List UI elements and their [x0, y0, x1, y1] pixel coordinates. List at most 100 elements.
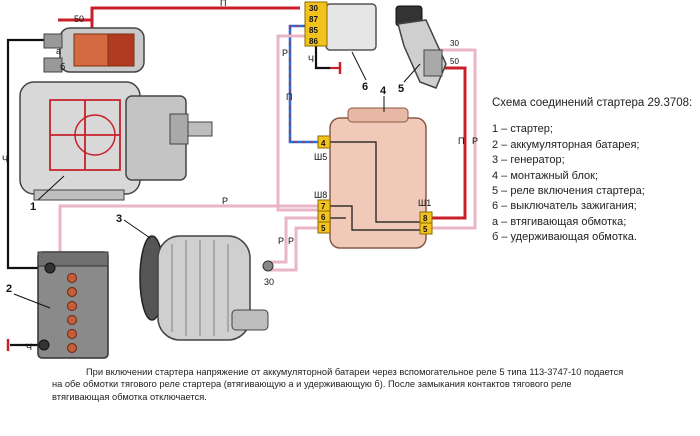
wire-label-r-3: Р — [278, 236, 284, 246]
auxiliary-relay: 30 87 85 86 — [304, 1, 377, 51]
block-top-lip — [347, 107, 409, 123]
wire-pink-sh8-to-battery — [58, 204, 318, 254]
connector-sh8-pin-5 — [317, 221, 331, 234]
generator-fins — [171, 240, 229, 336]
generator-bracket — [231, 309, 269, 331]
switch-connector — [423, 49, 443, 77]
callout-line-starter — [37, 175, 65, 201]
starter-foot — [33, 189, 125, 201]
wire-label-r-4: Р — [288, 236, 294, 246]
switch-pin-30: 30 — [450, 39, 459, 48]
legend-item: 1 – стартер; — [492, 123, 553, 136]
legend-item: 2 – аккумуляторная батарея; — [492, 138, 640, 151]
generator — [139, 235, 274, 341]
switch-pin-50: 50 — [450, 57, 459, 66]
caption-line-2: на обе обмотки тягового реле стартера (в… — [52, 379, 572, 390]
callout-line-battery — [13, 293, 51, 309]
battery-cell-cap — [67, 301, 77, 311]
winding-a-label: а — [56, 46, 61, 56]
generator-body — [157, 235, 251, 341]
mounting-block: 4 Ш5 Ш8 7 6 5 Ш1 8 5 — [314, 107, 433, 249]
callout-starter: 1 — [30, 201, 36, 213]
connector-sh8-pin-5-label: 5 — [321, 224, 326, 233]
connector-sh8-pin-7-label: 7 — [321, 202, 326, 211]
connector-sh8-pin-6-label: 6 — [321, 213, 326, 222]
connector-sh5-pin: 4 — [321, 139, 326, 148]
ignition-switch: 30 50 — [395, 5, 459, 89]
winding-b-label: б — [60, 62, 65, 72]
battery-cell-cap — [67, 343, 77, 353]
connector-sh5 — [317, 135, 331, 149]
relay-connector — [304, 1, 328, 47]
relay-pin-86: 86 — [309, 37, 318, 46]
connector-sh1-pin-8-label: 8 — [423, 214, 428, 223]
starter-motor-body — [19, 81, 141, 195]
connector-sh1-pin-5 — [419, 222, 433, 235]
relay-pin-85: 85 — [309, 26, 318, 35]
wire-pink-switch-30-to-sh1 — [432, 48, 477, 230]
wire-label-r-right: Р — [472, 136, 478, 146]
starter-shaft — [185, 121, 213, 137]
battery-cell-cap — [67, 329, 77, 339]
legend-item: 5 – реле включения стартера; — [492, 185, 645, 198]
wire-label-r-2: Р — [222, 196, 228, 206]
callout-block: 4 — [380, 85, 387, 97]
wire-label-ch-battery: Ч — [26, 342, 32, 352]
legend-item: б – удерживающая обмотка. — [492, 231, 637, 244]
wire-pink-relay-86-to-sh8 — [276, 34, 318, 212]
legend: Схема соединений стартера 29.3708: 1 – с… — [492, 96, 697, 246]
relay-pin-30: 30 — [309, 4, 318, 13]
battery — [37, 251, 109, 359]
callout-generator: 3 — [116, 213, 122, 225]
starter: 50 а б — [19, 14, 213, 201]
battery-cell-cap — [67, 273, 77, 283]
relay-body — [325, 3, 377, 51]
block-internal-wire — [330, 205, 420, 231]
callout-battery: 2 — [6, 283, 12, 295]
wire-red-switch-50-to-sh1 — [432, 66, 467, 220]
winding-b — [107, 33, 135, 67]
callout-switch: 6 — [362, 81, 368, 93]
starter-internal-circuit — [49, 99, 121, 171]
connector-sh5-label: Ш5 — [314, 152, 327, 162]
block-internal-wire — [330, 141, 420, 223]
block-body — [329, 117, 427, 249]
battery-plus-terminal — [44, 262, 56, 274]
wire-black-relay-85-ground — [314, 46, 330, 70]
connector-sh1-pin-5-label: 5 — [423, 225, 428, 234]
starter-internal-ring — [74, 114, 116, 156]
generator-terminal-label: 30 — [264, 277, 274, 287]
starter-terminal-bolt-top — [43, 33, 63, 49]
wire-label-p-right: П — [458, 136, 464, 146]
wire-label-r-1: Р — [282, 48, 288, 58]
caption-line-3: втягивающая обмотка отключается. — [52, 391, 207, 402]
battery-cell-cap — [67, 315, 77, 325]
wire-black-battery-to-starter — [6, 38, 48, 270]
wire-red-starter-to-relay-30 — [58, 6, 300, 22]
winding-a — [73, 33, 109, 67]
legend-item: 6 – выключатель зажигания; — [492, 200, 637, 213]
wire-label-p-top: П — [220, 0, 226, 8]
callout-line-relay — [403, 63, 421, 83]
legend-item: 3 – генератор; — [492, 154, 565, 167]
legend-item: 4 – монтажный блок; — [492, 169, 599, 182]
wire-label-p-mid: П — [286, 92, 292, 102]
relay-pin-87: 87 — [309, 15, 318, 24]
legend-item: а – втягивающая обмотка; — [492, 215, 627, 228]
generator-terminal — [262, 260, 274, 272]
battery-minus-terminal — [38, 339, 50, 351]
starter-terminal-label: 50 — [74, 14, 84, 24]
wire-pink-sh8-to-generator — [270, 226, 318, 272]
starter-drive-gear — [169, 113, 189, 145]
connector-sh1-label: Ш1 — [418, 198, 431, 208]
caption: При включении стартера напряжение от акк… — [52, 366, 652, 403]
callout-line-generator — [123, 219, 151, 239]
legend-title: Схема соединений стартера 29.3708: — [492, 97, 693, 109]
wire-label-ch-left: Ч — [2, 154, 8, 164]
battery-top — [37, 251, 109, 267]
battery-cell-cap — [67, 287, 77, 297]
wire-label-ch-relay: Ч — [308, 54, 314, 64]
callout-line-switch — [351, 51, 367, 81]
wire-pink-sh8-6-to-generator — [270, 216, 318, 264]
